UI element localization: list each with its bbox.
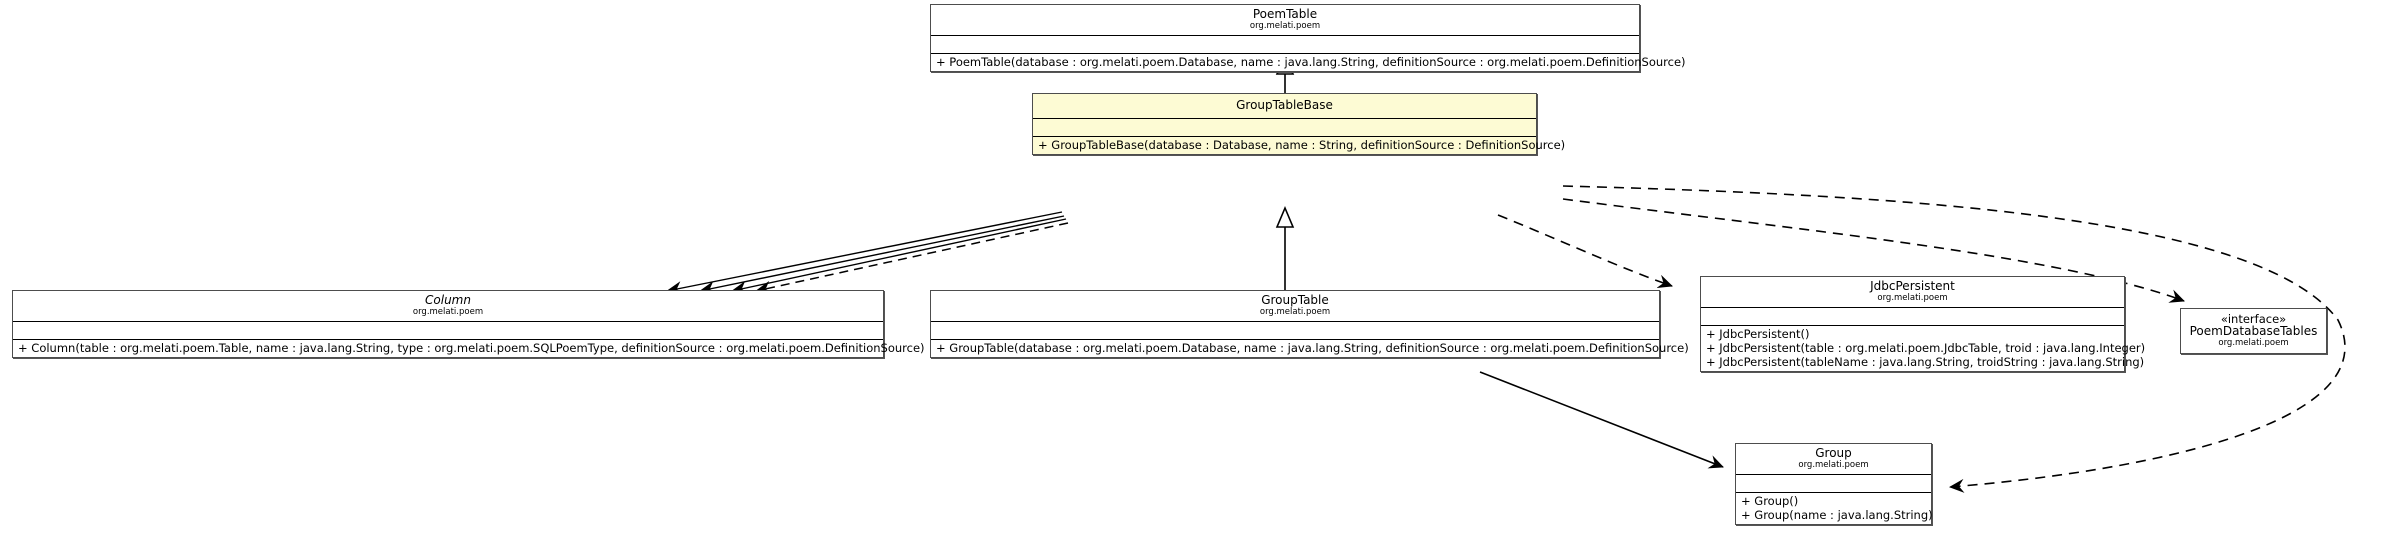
rel-grouptablebase-uses-column-3: [731, 218, 1067, 295]
class-name-jdbc-persistent: JdbcPersistent: [1870, 279, 1955, 293]
class-box-jdbc-persistent[interactable]: JdbcPersistent org.melati.poem + JdbcPer…: [1700, 276, 2146, 372]
operation-row: + JdbcPersistent(table : org.melati.poem…: [1706, 340, 2146, 355]
class-box-group-table-base[interactable]: GroupTableBase + GroupTableBase(database…: [1032, 93, 1566, 155]
class-box-column[interactable]: Column org.melati.poem + Column(table : …: [12, 290, 925, 358]
class-attributes-group-table: [931, 322, 1659, 339]
class-header-group-table: GroupTable org.melati.poem: [931, 291, 1659, 321]
class-package-group: org.melati.poem: [1798, 459, 1869, 470]
class-package-jdbc-persistent: org.melati.poem: [1877, 292, 1948, 303]
class-name-poem-table: PoemTable: [1252, 7, 1318, 21]
class-package-poem-table: org.melati.poem: [1249, 20, 1321, 31]
divider: [931, 52, 1639, 54]
class-box-poem-database-tables[interactable]: «interface» PoemDatabaseTables org.melat…: [2180, 308, 2327, 354]
class-name-column: Column: [425, 293, 471, 307]
class-header-group: Group org.melati.poem: [1736, 444, 1931, 474]
class-box-group-table[interactable]: GroupTable org.melati.poem + GroupTable(…: [930, 290, 1689, 358]
rel-grouptablebase-depends-column: [755, 222, 1069, 295]
operation-row: + JdbcPersistent(tableName : java.lang.S…: [1706, 354, 2145, 369]
rel-grouptablebase-uses-column-1: [666, 211, 1063, 295]
class-package-column: org.melati.poem: [412, 306, 484, 317]
class-header-jdbc-persistent: JdbcPersistent org.melati.poem: [1701, 277, 2124, 307]
divider: [13, 320, 883, 322]
rel-grouptablebase-depends-jdbcpersistent: [1497, 214, 1673, 289]
class-operations-group-table: + GroupTable(database : org.melati.poem.…: [931, 340, 1689, 357]
class-operations-jdbc-persistent: + JdbcPersistent() + JdbcPersistent(tabl…: [1701, 326, 2146, 371]
class-operations-group: + Group() + Group(name : java.lang.Strin…: [1736, 493, 1933, 524]
class-name-poem-database-tables: PoemDatabaseTables: [2189, 324, 2318, 339]
class-attributes-column: [13, 322, 883, 339]
class-operations-group-table-base: + GroupTableBase(database : Database, na…: [1033, 137, 1566, 154]
divider: [13, 338, 883, 340]
class-header-poem-database-tables: «interface» PoemDatabaseTables org.melat…: [2181, 309, 2326, 353]
class-header-column: Column org.melati.poem: [13, 291, 883, 321]
operation-row: + Group(): [1741, 493, 1799, 508]
operation-row: + Column(table : org.melati.poem.Table, …: [18, 340, 925, 355]
divider: [1736, 491, 1931, 493]
class-header-group-table-base: GroupTableBase: [1033, 94, 1536, 118]
class-box-group[interactable]: Group org.melati.poem + Group() + Group(…: [1735, 443, 1933, 525]
class-package-group-table: org.melati.poem: [1259, 306, 1331, 317]
operation-row: + GroupTableBase(database : Database, na…: [1038, 137, 1566, 152]
class-name-group: Group: [1815, 446, 1852, 460]
class-name-group-table: GroupTable: [1261, 293, 1329, 307]
class-package-poem-database-tables: org.melati.poem: [2218, 337, 2289, 348]
class-name-group-table-base: GroupTableBase: [1236, 98, 1333, 112]
divider: [931, 34, 1639, 36]
rel-grouptable-extends-grouptablebase: [1275, 205, 1295, 290]
class-box-poem-table[interactable]: PoemTable org.melati.poem + PoemTable(da…: [930, 4, 1686, 72]
class-header-poem-table: PoemTable org.melati.poem: [931, 5, 1639, 35]
operation-row: + GroupTable(database : org.melati.poem.…: [936, 340, 1689, 355]
class-attributes-jdbc-persistent: [1701, 308, 2124, 325]
operation-row: + Group(name : java.lang.String): [1741, 507, 1933, 522]
operation-row: + JdbcPersistent(): [1706, 326, 1810, 341]
class-attributes-poem-table: [931, 36, 1639, 53]
class-attributes-group: [1736, 475, 1931, 492]
class-operations-poem-table: + PoemTable(database : org.melati.poem.D…: [931, 54, 1686, 71]
divider: [931, 320, 1659, 322]
class-operations-column: + Column(table : org.melati.poem.Table, …: [13, 340, 925, 357]
operation-row: + PoemTable(database : org.melati.poem.D…: [936, 54, 1686, 69]
class-attributes-group-table-base: [1033, 119, 1536, 136]
rel-grouptable-assoc-group: [1479, 371, 1724, 469]
rel-grouptablebase-uses-column-2: [699, 215, 1065, 295]
divider: [931, 338, 1659, 340]
